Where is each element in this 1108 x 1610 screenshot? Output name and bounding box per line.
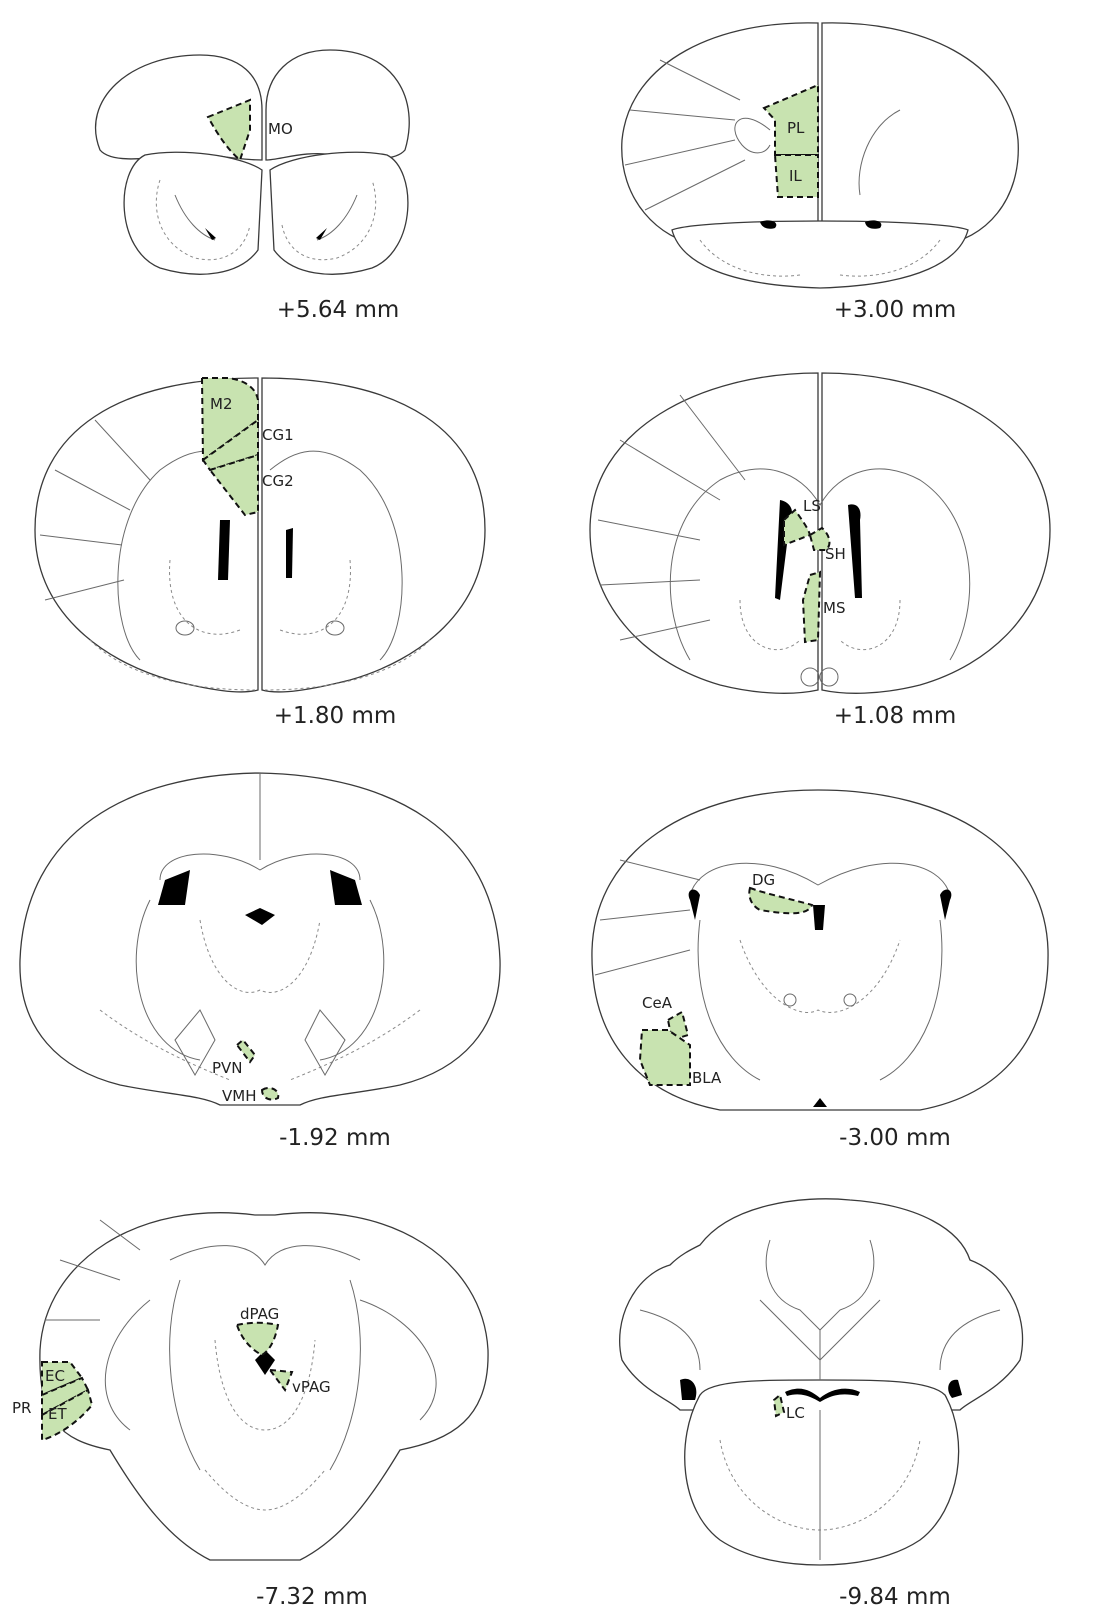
- label-cea: CeA: [642, 994, 673, 1012]
- coordinate-label-2: +3.00 mm: [834, 297, 957, 323]
- label-bla: BLA: [692, 1069, 722, 1087]
- label-ls: LS: [803, 497, 821, 515]
- label-pvn: PVN: [212, 1059, 243, 1077]
- label-ec: EC: [45, 1367, 65, 1385]
- section-2: PL IL +3.00 mm: [622, 23, 1019, 323]
- section-7: dPAG vPAG EC PR ET -7.32 mm: [12, 1213, 488, 1610]
- label-vpag: vPAG: [292, 1378, 331, 1396]
- label-sh: SH: [825, 545, 846, 563]
- label-dpag: dPAG: [240, 1305, 279, 1323]
- coordinate-label-5: -1.92 mm: [279, 1125, 391, 1151]
- coordinate-label-7: -7.32 mm: [256, 1584, 368, 1610]
- label-vmh: VMH: [222, 1087, 256, 1105]
- ventral-forebrain: [672, 221, 968, 288]
- label-il: IL: [789, 167, 802, 185]
- brain-outline-right: [822, 23, 1018, 245]
- coordinate-label-1: +5.64 mm: [277, 297, 400, 323]
- section-4: LS SH MS +1.08 mm: [590, 373, 1050, 729]
- coordinate-label-3: +1.80 mm: [274, 703, 397, 729]
- brainstem-outline: [685, 1380, 959, 1565]
- brain-outline-right-lobe: [266, 50, 409, 160]
- section-1: MO +5.64 mm: [96, 50, 410, 323]
- label-m2: M2: [210, 395, 233, 413]
- label-mo: MO: [268, 120, 293, 138]
- label-lc: LC: [786, 1404, 805, 1422]
- section-8: LC -9.84 mm: [620, 1199, 1023, 1610]
- label-ms: MS: [823, 599, 845, 617]
- brain-outline: [40, 1213, 488, 1560]
- label-dg: DG: [752, 871, 775, 889]
- section-5: PVN VMH -1.92 mm: [20, 773, 500, 1151]
- section-6: DG CeA BLA -3.00 mm: [592, 790, 1048, 1151]
- section-3: M2 CG1 CG2 +1.80 mm: [35, 378, 485, 729]
- coordinate-label-6: -3.00 mm: [839, 1125, 951, 1151]
- olfactory-bulb-right: [270, 152, 408, 274]
- coordinate-label-4: +1.08 mm: [834, 703, 957, 729]
- label-pl: PL: [787, 119, 805, 137]
- cerebellum-outline: [620, 1199, 1023, 1410]
- coordinate-label-8: -9.84 mm: [839, 1584, 951, 1610]
- label-cg2: CG2: [262, 472, 294, 490]
- label-pr: PR: [12, 1399, 31, 1417]
- olfactory-bulb-left: [124, 152, 262, 274]
- label-cg1: CG1: [262, 426, 294, 444]
- label-et: ET: [48, 1405, 67, 1423]
- brain-outline-right: [262, 378, 485, 692]
